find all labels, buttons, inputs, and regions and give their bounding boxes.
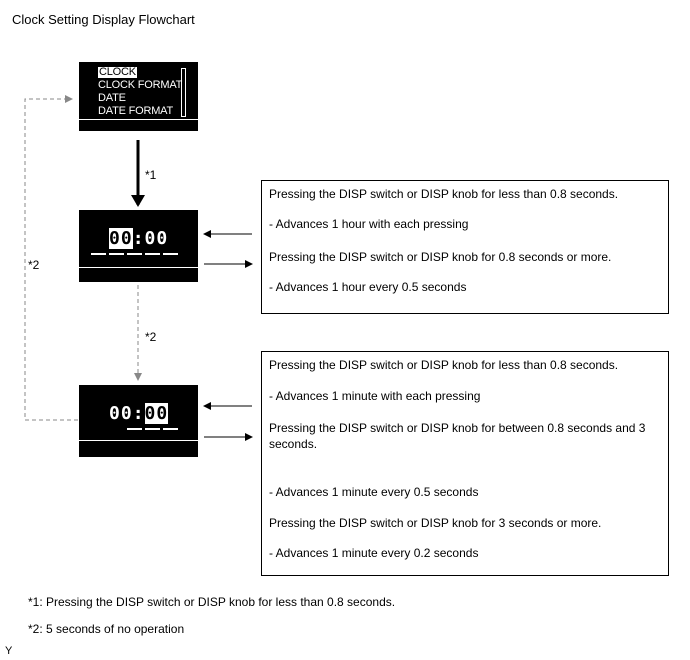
underline-dash bbox=[127, 428, 142, 430]
screen-divider bbox=[79, 267, 198, 268]
menu-screen: CLOCK CLOCK FORMAT DATE DATE FORMAT bbox=[79, 62, 198, 131]
minutes-digits: 00 bbox=[144, 228, 169, 249]
minute-box-line: Pressing the DISP switch or DISP knob fo… bbox=[269, 516, 602, 530]
hour-box-line: Pressing the DISP switch or DISP knob fo… bbox=[269, 187, 619, 201]
footer-code: Y bbox=[5, 645, 13, 657]
scroll-bar bbox=[181, 68, 186, 117]
label-star2-loop: *2 bbox=[28, 258, 40, 272]
arrow-loop-back bbox=[24, 95, 78, 421]
hour-box-line: - Advances 1 hour with each pressing bbox=[269, 217, 469, 231]
minute-box-line: Pressing the DISP switch or DISP knob fo… bbox=[269, 358, 619, 372]
underline-dash bbox=[163, 253, 178, 255]
minute-box-line: - Advances 1 minute every 0.5 seconds bbox=[269, 485, 479, 499]
hour-box-line: Pressing the DISP switch or DISP knob fo… bbox=[269, 250, 612, 264]
screen-divider bbox=[79, 440, 198, 441]
underline-dash bbox=[91, 253, 106, 255]
label-star1: *1 bbox=[145, 168, 157, 182]
minute-box-line: - Advances 1 minute with each pressing bbox=[269, 389, 481, 403]
underline-dash bbox=[163, 428, 178, 430]
hours-digits: 00 bbox=[109, 403, 133, 424]
menu-item-date-format: DATE FORMAT bbox=[98, 105, 173, 117]
underline-dash bbox=[145, 428, 160, 430]
footnote-star1: *1: Pressing the DISP switch or DISP kno… bbox=[28, 595, 396, 609]
minutes-digits-highlighted: 00 bbox=[144, 403, 169, 424]
time-separator: : bbox=[132, 228, 145, 249]
menu-item-clock: CLOCK bbox=[98, 66, 137, 78]
footnote-star2: *2: 5 seconds of no operation bbox=[28, 622, 185, 636]
time-display: 00:00 bbox=[109, 228, 168, 249]
hour-box-line: - Advances 1 hour every 0.5 seconds bbox=[269, 280, 467, 294]
hours-digits-highlighted: 00 bbox=[109, 228, 133, 249]
menu-item-clock-format: CLOCK FORMAT bbox=[98, 79, 183, 91]
underline-dash bbox=[145, 253, 160, 255]
minute-box-line: Pressing the DISP switch or DISP knob fo… bbox=[269, 421, 646, 451]
menu-item-date: DATE bbox=[98, 92, 126, 104]
minute-box-line: - Advances 1 minute every 0.2 seconds bbox=[269, 546, 479, 560]
time-separator: : bbox=[132, 403, 145, 424]
minute-description-box: Pressing the DISP switch or DISP knob fo… bbox=[261, 351, 669, 576]
time-display: 00:00 bbox=[109, 403, 169, 424]
underline-dash bbox=[109, 253, 124, 255]
minute-setting-screen: 00:00 bbox=[79, 385, 198, 457]
menu-divider bbox=[79, 119, 198, 120]
underline-dash bbox=[127, 253, 142, 255]
hour-setting-screen: 00:00 bbox=[79, 210, 198, 282]
hour-description-box: Pressing the DISP switch or DISP knob fo… bbox=[261, 180, 669, 314]
page-title: Clock Setting Display Flowchart bbox=[12, 12, 195, 27]
label-star2-transition: *2 bbox=[145, 330, 157, 344]
